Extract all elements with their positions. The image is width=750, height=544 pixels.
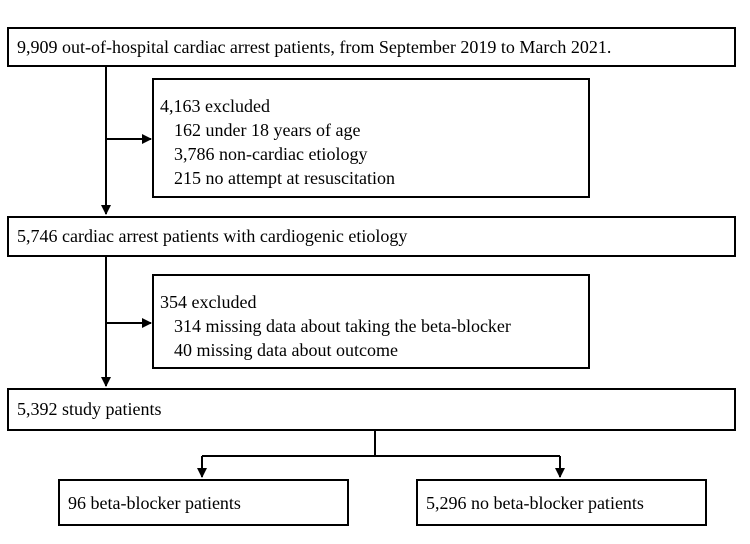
no-beta-blocker-group-text: 5,296 no beta-blocker patients [426, 493, 644, 513]
study-patients-text: 5,392 study patients [17, 399, 162, 419]
exclusion-1-heading: 4,163 excluded [160, 96, 270, 116]
box-exclusion-2: 354 excluded 314 missing data about taki… [152, 274, 590, 369]
exclusion-2-heading: 354 excluded [160, 292, 257, 312]
exclusion-2-item: 40 missing data about outcome [174, 340, 398, 360]
beta-blocker-group-text: 96 beta-blocker patients [68, 493, 241, 513]
exclusion-2-item: 314 missing data about taking the beta-b… [174, 316, 511, 336]
exclusion-1-item: 3,786 non-cardiac etiology [174, 144, 368, 164]
exclusion-1-item: 215 no attempt at resuscitation [174, 168, 395, 188]
cardiogenic-etiology-text: 5,746 cardiac arrest patients with cardi… [17, 226, 408, 246]
box-cardiogenic-etiology: 5,746 cardiac arrest patients with cardi… [7, 216, 736, 257]
exclusion-1-item: 162 under 18 years of age [174, 120, 361, 140]
box-exclusion-1: 4,163 excluded 162 under 18 years of age… [152, 78, 590, 198]
box-no-beta-blocker-group: 5,296 no beta-blocker patients [416, 479, 707, 526]
box-initial-population: 9,909 out-of-hospital cardiac arrest pat… [7, 27, 736, 67]
box-beta-blocker-group: 96 beta-blocker patients [58, 479, 349, 526]
box-study-patients: 5,392 study patients [7, 388, 736, 431]
initial-population-text: 9,909 out-of-hospital cardiac arrest pat… [17, 37, 612, 57]
